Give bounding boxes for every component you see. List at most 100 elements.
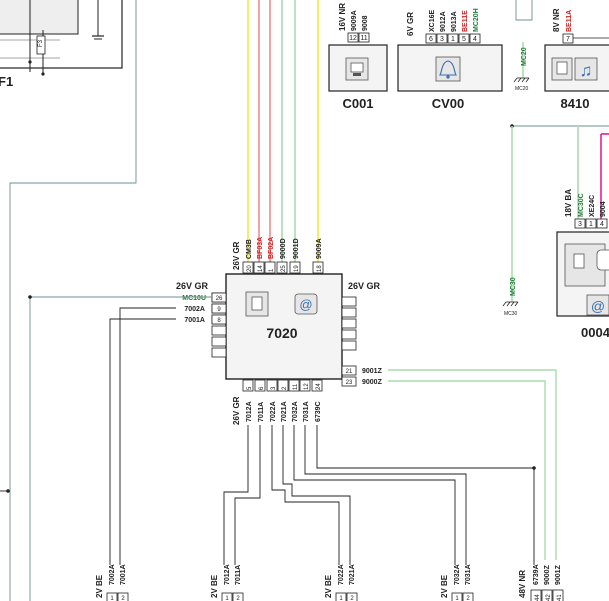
7020-bottom-pins: 26V GR 5 6 3 2 11 12 24 7012A 7011A 7022… [223, 379, 536, 565]
svg-text:9000Z: 9000Z [544, 564, 551, 585]
7020-top-pins: 26V GR 20 14 1 25 19 18 CM3B BF03A BF02A… [232, 237, 324, 274]
7020-left-wire: MC10U [182, 295, 206, 302]
bottom-connector-5: 48V NR 6739A 9000Z 9001Z 44 42 41 [518, 564, 564, 601]
svg-text:44: 44 [535, 594, 541, 601]
music-note-icon: ♫ [580, 61, 593, 80]
chip-icon [573, 253, 585, 269]
7020-top-pin: 18 [317, 265, 323, 272]
bell-icon [439, 60, 457, 76]
7020-top-pin: 1 [269, 268, 275, 272]
label-f1: F1 [0, 74, 13, 89]
bottom-connector-3: 2V BE 7022A 7021A 1 2 [324, 564, 358, 601]
7020-bottom-pin: 11 [293, 383, 299, 390]
7020-bottom-wire: 7021A [281, 401, 288, 422]
bottom-connector-2: 2V BE 7012A 7011A 1 2 [210, 564, 244, 601]
wires-7020-top [247, 0, 319, 262]
7020-bottom-pin: 5 [247, 386, 253, 390]
chip-icon [251, 296, 263, 311]
7020-top-wire: BF02A [268, 237, 275, 259]
component-8410: ♫ 7 8V NR BE11A 8410 [544, 8, 609, 111]
7020-bottom-wire: 6739C [315, 401, 322, 422]
svg-text:2: 2 [236, 596, 240, 601]
svg-text:1: 1 [110, 596, 114, 601]
cv00-connector: 6V GR [406, 12, 415, 36]
7020-left-pin: 26 [216, 296, 223, 302]
7020-right-wire: 9001Z [362, 368, 383, 375]
7020-left-pin: 9 [217, 307, 221, 313]
mc20-ground-label: MC20 [515, 86, 529, 92]
c001-module-icon [350, 62, 364, 73]
7020-bottom-pin: 2 [282, 386, 288, 390]
sensor-icon: @ [299, 297, 312, 312]
component-c001: 12 11 16V NR 9009A 9008 C001 [328, 3, 388, 111]
0004-pin: 1 [589, 221, 593, 228]
cv00-pin: 5 [462, 36, 466, 43]
mc30-wire: MC30 [510, 277, 517, 296]
7020-right-wire: 9000Z [362, 379, 383, 386]
cv00-wire: BE11E [462, 10, 469, 32]
svg-text:48V NR: 48V NR [518, 570, 527, 598]
svg-text:1: 1 [455, 596, 459, 601]
svg-text:1: 1 [225, 596, 229, 601]
svg-text:42: 42 [546, 594, 552, 601]
svg-text:2V BE: 2V BE [324, 574, 333, 598]
svg-text:9001Z: 9001Z [555, 564, 562, 585]
c001-wire: 9009A [351, 10, 358, 31]
svg-text:7012A: 7012A [224, 564, 231, 585]
label-c001: C001 [342, 96, 373, 111]
7020-bottom-connector: 26V GR [232, 396, 241, 425]
0004-pin: 4 [600, 221, 604, 228]
7020-bottom-pin: 3 [271, 386, 277, 390]
cv00-pin: 6 [429, 36, 433, 43]
cv00-pin: 4 [473, 36, 477, 43]
mc30-ground-label: MC30 [504, 311, 518, 317]
7020-top-wire: 9000D [280, 238, 287, 259]
7020-top-wire: 9001D [293, 238, 300, 259]
component-f1: F3 F1 [0, 0, 123, 89]
0004-pin: 3 [578, 221, 582, 228]
0004-wire: MC30C [578, 193, 585, 217]
ground-mc30: MC30 MC30 [502, 126, 519, 317]
label-7020: 7020 [266, 325, 297, 341]
7020-bottom-wire: 7032A [292, 401, 299, 422]
8410-wire: BE11A [566, 10, 573, 32]
svg-text:2V BE: 2V BE [95, 574, 104, 598]
svg-text:2V BE: 2V BE [440, 574, 449, 598]
component-cv00: 6 3 1 5 4 6V GR XC16E 9012A 9013A BE11E … [397, 8, 503, 111]
cv00-wire: 9013A [451, 11, 458, 32]
7020-top-connector: 26V GR [232, 241, 241, 270]
7020-left-wire: 7001A [184, 317, 205, 324]
bottom-connector-4: 2V BE 7032A 7031A 1 2 [440, 564, 474, 601]
svg-text:7032A: 7032A [454, 564, 461, 585]
svg-text:2: 2 [121, 596, 125, 601]
svg-text:7001A: 7001A [120, 564, 127, 585]
7020-top-pin: 19 [294, 265, 300, 272]
svg-text:1: 1 [339, 596, 343, 601]
component-0004: @ 3 1 4 18V BA MC30C XE24C 9004 0004 [556, 189, 609, 340]
8410-connector: 8V NR [552, 8, 561, 32]
svg-text:7022A: 7022A [338, 564, 345, 585]
cv00-wire: 9012A [440, 11, 447, 32]
bottom-connector-1: 2V BE 7002A 7001A 1 2 [95, 564, 129, 601]
bottom-connectors: 2V BE 7002A 7001A 1 2 2V BE 7012A 7011A … [95, 564, 564, 601]
7020-right-pin: 23 [346, 380, 353, 386]
cv00-pin: 1 [451, 36, 455, 43]
7020-top-wire: BF03A [257, 237, 264, 259]
7020-left-wire: 7002A [184, 306, 205, 313]
label-8410: 8410 [561, 96, 590, 111]
7020-top-pin: 20 [247, 265, 253, 272]
chip-icon [556, 61, 568, 75]
cv00-pin: 3 [440, 36, 444, 43]
cv00-wire: MC20H [473, 8, 480, 32]
left-wires [9, 0, 137, 601]
7020-bottom-wire: 7011A [258, 402, 265, 422]
7020-right-pin: 21 [346, 369, 353, 375]
c001-pin: 11 [360, 35, 367, 42]
fuse-label-f3: F3 [38, 39, 44, 47]
7020-top-wire: 9009A [316, 238, 323, 259]
label-0004: 0004 [581, 325, 609, 340]
c001-wire: 9008 [362, 15, 369, 31]
7020-left-connector: 26V GR [176, 281, 209, 291]
7020-top-pin: 25 [281, 265, 287, 272]
